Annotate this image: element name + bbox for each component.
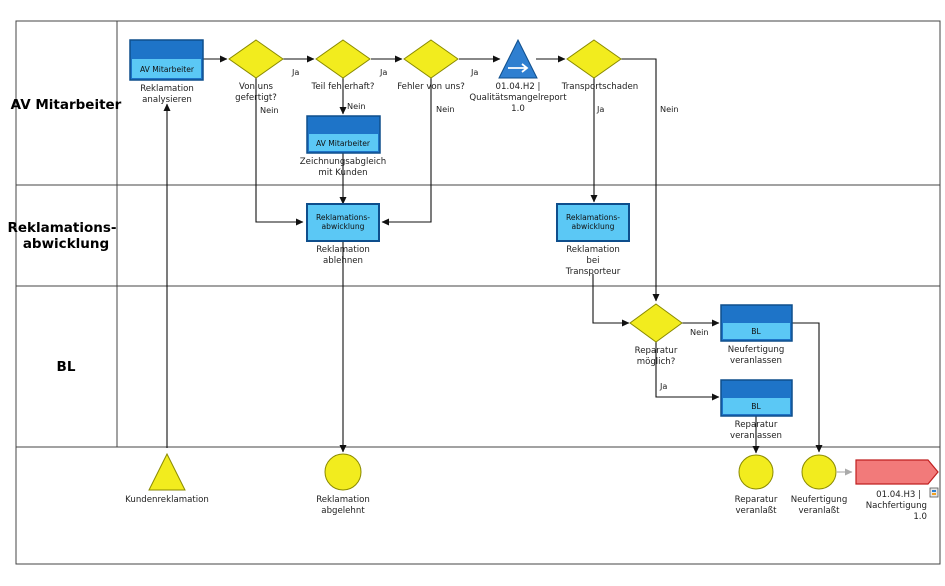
gateway-label: Transportschaden (561, 82, 638, 92)
edge-label-nein: Nein (260, 105, 279, 115)
edge-label-nein: Nein (347, 101, 366, 111)
edge-label-ja: Ja (659, 381, 667, 391)
triangle-kundenreklamation[interactable]: Kundenreklamation (125, 452, 209, 505)
triangle-label: Kundenreklamation (125, 495, 209, 505)
edge-label-nein: Nein (690, 327, 709, 337)
flow-transportschaden-nein (621, 58, 660, 302)
edge-label-ja: Ja (470, 67, 478, 77)
task-role-label: Reklamations-abwicklung (316, 213, 370, 231)
lane-title-reklamationsabwicklung: Reklamations-abwicklung (7, 220, 116, 252)
edge-label-ja: Ja (379, 67, 387, 77)
task-role-label: BL (751, 402, 761, 411)
gateway-transportschaden[interactable]: Transportschaden (561, 39, 638, 92)
arrow-right-icon (508, 63, 529, 73)
flow-reparatur-moeglich-ja (655, 341, 720, 401)
sequence-flows (163, 55, 853, 476)
gateway-fehler-von-uns[interactable]: Fehler von uns? (397, 39, 465, 92)
gateway-teil-fehlerhaft[interactable]: Teil fehlerhaft? (311, 39, 375, 92)
flow-von-uns-nein (255, 78, 304, 226)
edge-label-nein: Nein (436, 104, 455, 114)
gateway-label: Fehler von uns? (397, 82, 465, 92)
document-icon (929, 487, 939, 498)
flow-transporteur-to-reparatur-moeglich (592, 274, 630, 327)
task-role-label: BL (751, 327, 761, 336)
lane-title-av-mitarbeiter: AV Mitarbeiter (11, 97, 122, 113)
task-role-label: AV Mitarbeiter (140, 65, 195, 74)
flow-fehler-nein (381, 78, 432, 226)
task-role-label: AV Mitarbeiter (316, 139, 371, 148)
edge-label-ja: Ja (291, 67, 299, 77)
task-role-label: Reklamations-abwicklung (566, 213, 620, 231)
flow-neufertigung-to-veranlasst (792, 322, 823, 453)
gateway-label: Teil fehlerhaft? (311, 82, 375, 92)
edge-label-nein: Nein (660, 104, 679, 114)
lane-title-bl: BL (57, 359, 76, 375)
edge-label-ja: Ja (596, 104, 604, 114)
